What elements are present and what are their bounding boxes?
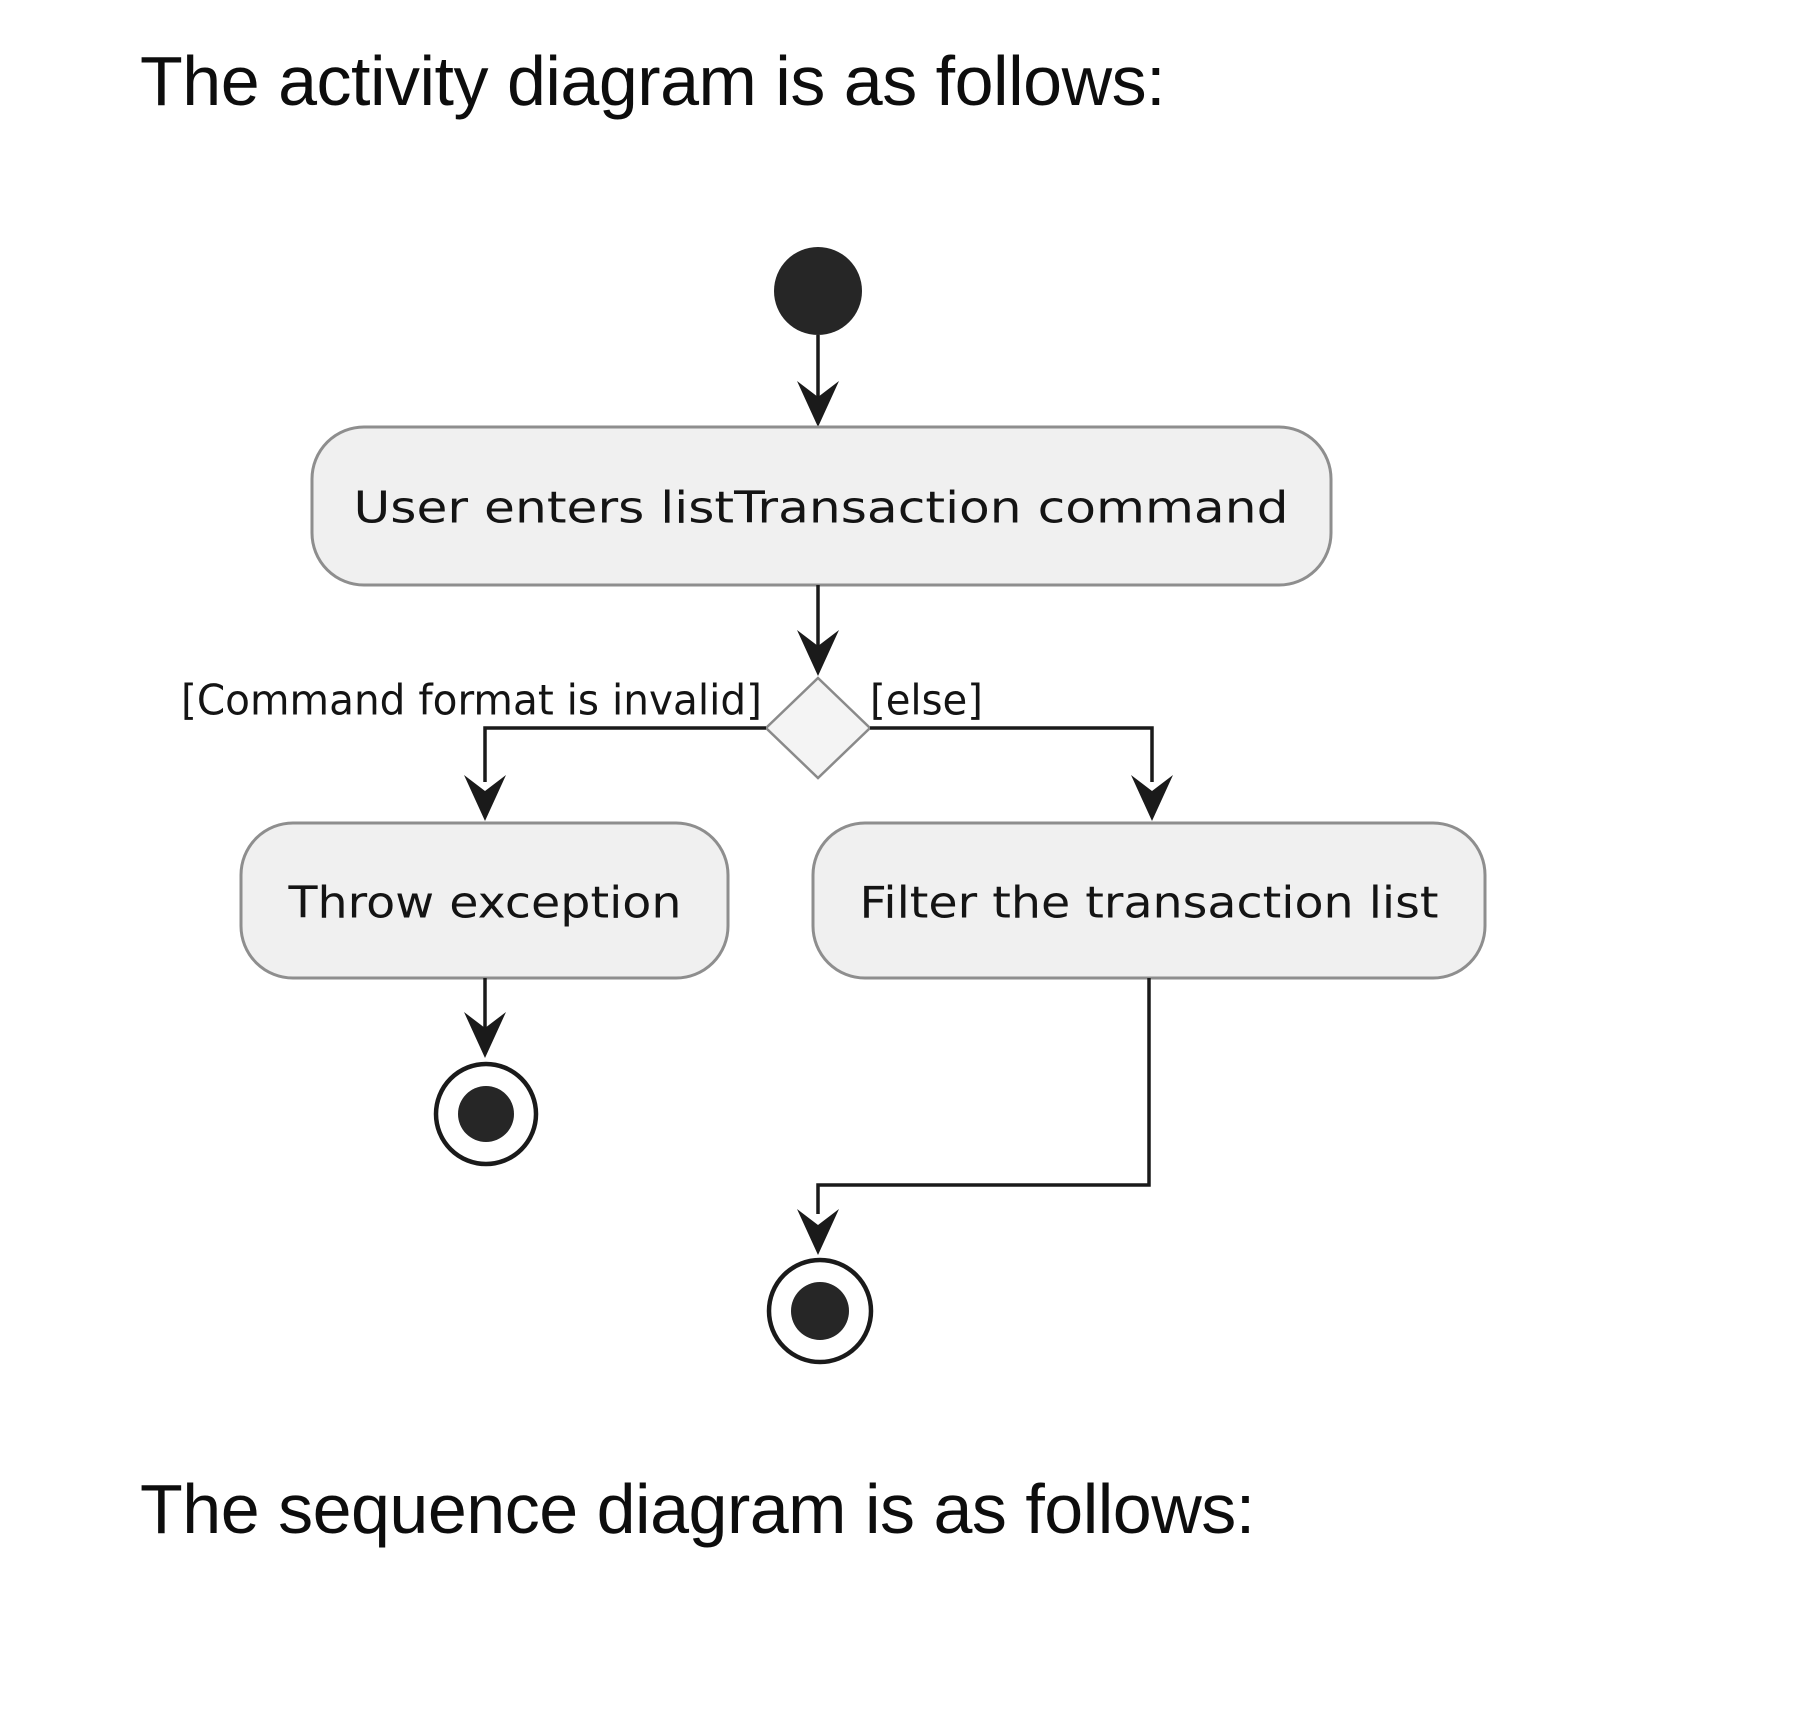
edge-decision-to-filter: [870, 726, 1173, 821]
arrowhead-down-icon: [464, 1012, 506, 1058]
edge-start-to-command: [797, 335, 839, 427]
activity-enter-command-label: User enters listTransaction command: [354, 483, 1289, 534]
sequence-diagram-heading: The sequence diagram is as follows:: [140, 1470, 1255, 1548]
activity-diagram-heading: The activity diagram is as follows:: [140, 42, 1166, 120]
initial-node: [774, 247, 862, 335]
guard-else-label: [else]: [870, 676, 983, 725]
activity-filter-list: Filter the transaction list: [811, 821, 1487, 980]
arrowhead-down-icon: [797, 381, 839, 427]
arrowhead-down-icon: [797, 630, 839, 676]
activity-filter-list-label: Filter the transaction list: [860, 878, 1439, 929]
final-node-left: [433, 1061, 539, 1167]
edge-decision-to-throw: [464, 726, 766, 821]
activity-enter-command-shape: [310, 425, 1333, 587]
activity-enter-command: User enters listTransaction command: [310, 425, 1333, 587]
final-node-dot: [791, 1282, 849, 1340]
arrowhead-down-icon: [797, 1209, 839, 1255]
activity-throw-exception: Throw exception: [239, 821, 730, 980]
edge-filter-to-final: [797, 978, 1151, 1255]
decision-diamond: [764, 676, 872, 780]
final-node-dot: [458, 1086, 514, 1142]
edge-command-to-decision: [797, 585, 839, 676]
arrowhead-down-icon: [1131, 775, 1173, 821]
arrowhead-down-icon: [464, 775, 506, 821]
edge-throw-to-final: [464, 978, 506, 1058]
guard-invalid-label: [Command format is invalid]: [181, 676, 762, 725]
activity-throw-exception-label: Throw exception: [287, 878, 681, 929]
final-node-right: [766, 1257, 874, 1365]
